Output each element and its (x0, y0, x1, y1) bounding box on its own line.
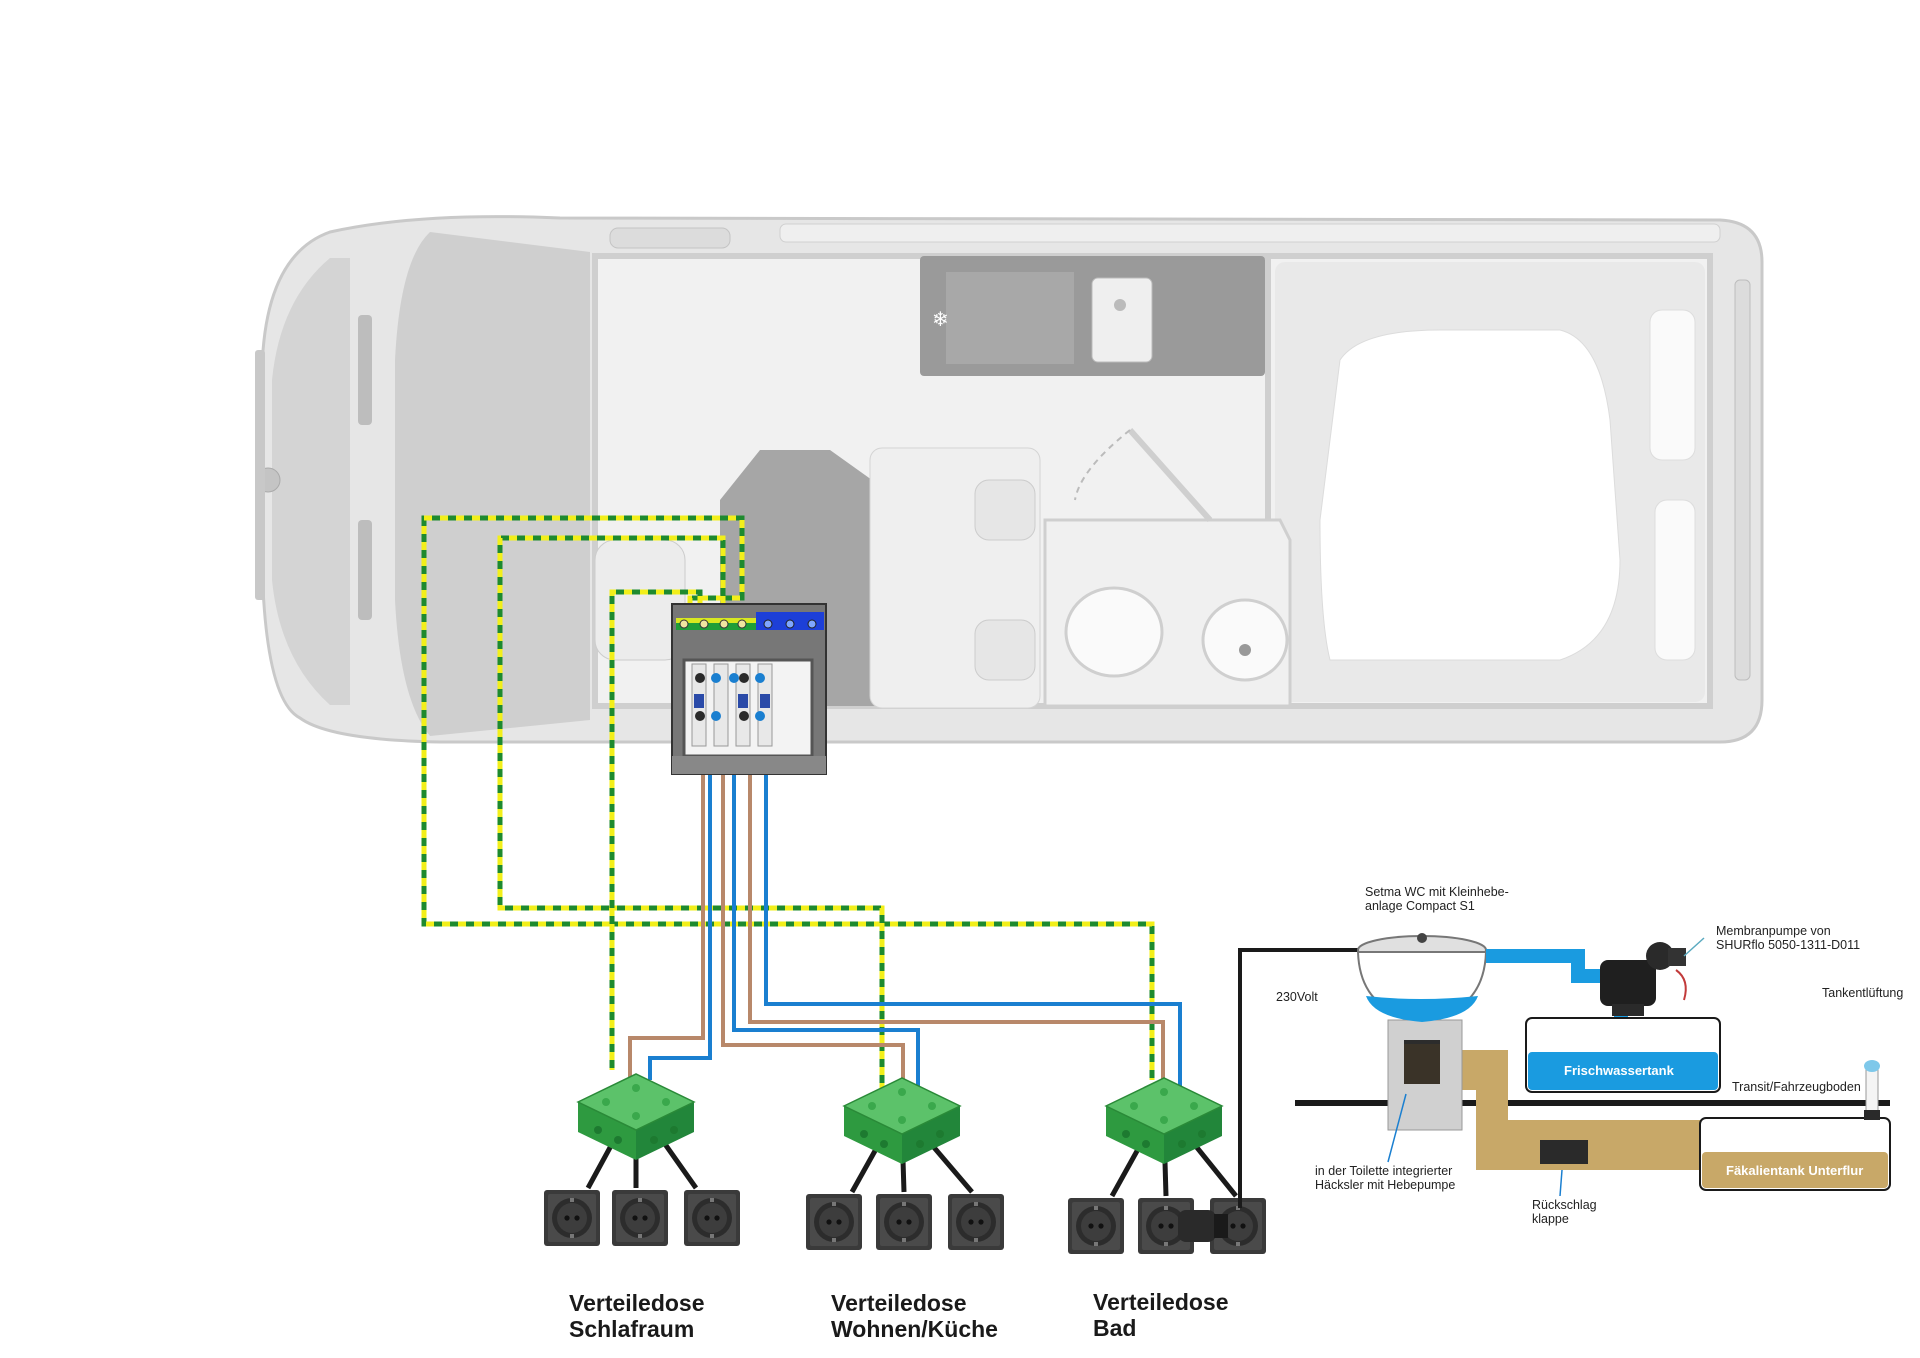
socket-icon (806, 1194, 862, 1250)
haecksler-line2: Häcksler mit Hebepumpe (1315, 1178, 1456, 1192)
pump-icon (1600, 942, 1687, 1016)
junction-box-schlafraum (544, 1073, 740, 1246)
box-label-line1: Verteiledose (831, 1290, 967, 1316)
frischwassertank-label: Frischwassertank (1564, 1063, 1674, 1078)
tankentlueftung-label: Tankentlüftung (1822, 986, 1904, 1000)
live-wires (628, 720, 1165, 1090)
socket-icon (948, 1194, 1004, 1250)
van-floorplan: ❄ (255, 215, 1764, 744)
volt-label: 230Volt (1276, 990, 1318, 1004)
earth-wires (421, 515, 1155, 1088)
junction-box-wohnen (806, 1077, 1004, 1250)
box-label-line2: Wohnen/Küche (831, 1316, 998, 1342)
socket-icon (1068, 1198, 1124, 1254)
rueckschlag-line2: klappe (1532, 1212, 1569, 1226)
rueckschlag-line1: Rückschlag (1532, 1198, 1597, 1212)
socket-icon (684, 1190, 740, 1246)
box-label-wohnen: Verteiledose Wohnen/Küche (831, 1290, 998, 1342)
toilet-system (1295, 933, 1891, 1197)
haecksler-line1: in der Toilette integrierter (1315, 1164, 1453, 1178)
fahrzeugboden-label: Transit/Fahrzeugboden (1732, 1080, 1861, 1094)
box-label-schlafraum: Verteiledose Schlafraum (569, 1290, 705, 1342)
haecksler-label: in der Toilette integrierter Häcksler mi… (1315, 1164, 1455, 1192)
fuse-box (671, 603, 827, 775)
faekalientank-label: Fäkalientank Unterflur (1726, 1163, 1864, 1178)
socket-icon (876, 1194, 932, 1250)
socket-icon (544, 1190, 600, 1246)
setma-wc-label: Setma WC mit Kleinhebe- anlage Compact S… (1365, 885, 1509, 913)
membranpumpe-line2: SHURflo 5050-1311-D011 (1716, 938, 1861, 952)
setma-wc-line1: Setma WC mit Kleinhebe- (1365, 885, 1509, 899)
setma-wc-line2: anlage Compact S1 (1365, 899, 1475, 913)
socket-icon (612, 1190, 668, 1246)
box-label-line2: Schlafraum (569, 1316, 695, 1342)
junction-box-bad (1068, 1077, 1266, 1254)
box-label-line2: Bad (1093, 1315, 1137, 1341)
membranpumpe-label: Membranpumpe von SHURflo 5050-1311-D011 (1716, 924, 1860, 952)
plug-icon (1178, 1210, 1228, 1242)
box-label-bad: Verteiledose Bad (1093, 1289, 1229, 1341)
rueckschlag-label: Rückschlag klappe (1532, 1198, 1597, 1226)
snowflake-icon: ❄ (932, 307, 949, 331)
box-label-line1: Verteiledose (1093, 1289, 1229, 1315)
membranpumpe-line1: Membranpumpe von (1716, 924, 1831, 938)
box-label-line1: Verteiledose (569, 1290, 705, 1316)
230v-cable (1238, 948, 1358, 1208)
